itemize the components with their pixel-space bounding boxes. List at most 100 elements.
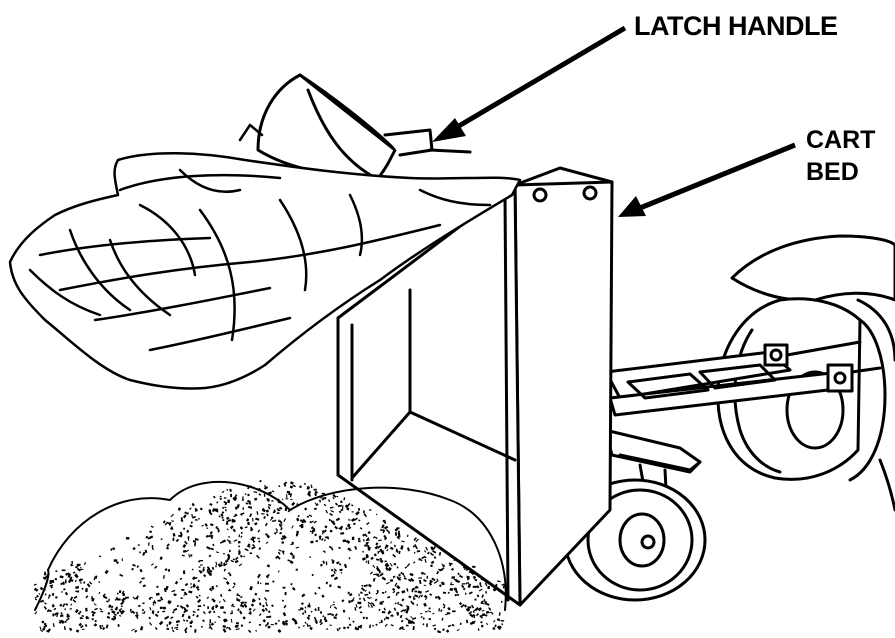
grass-fleck <box>165 568 168 571</box>
grass-fleck <box>352 621 355 623</box>
grass-fleck <box>374 554 377 557</box>
grass-fleck <box>143 584 146 587</box>
grass-fleck <box>400 545 403 549</box>
grass-fleck <box>286 494 287 498</box>
grass-fleck <box>326 561 327 565</box>
grass-fleck <box>223 599 226 602</box>
grass-fleck <box>240 526 243 530</box>
grass-fleck <box>421 556 425 559</box>
grass-fleck <box>210 531 213 534</box>
grass-fleck <box>52 593 54 595</box>
grass-fleck <box>321 538 324 541</box>
grass-fleck <box>396 585 400 589</box>
grass-fleck <box>443 592 446 594</box>
grass-fleck <box>387 596 390 599</box>
grass-fleck <box>117 612 120 615</box>
grass-fleck <box>231 619 233 623</box>
grass-fleck <box>256 555 260 559</box>
grass-fleck <box>229 550 231 552</box>
grass-fleck <box>481 625 483 628</box>
grass-fleck <box>390 547 394 550</box>
grass-fleck <box>377 551 380 553</box>
grass-fleck <box>255 630 257 632</box>
grass-fleck <box>202 569 205 572</box>
grass-fleck <box>425 611 428 613</box>
grass-fleck <box>177 605 179 607</box>
grass-fleck <box>239 611 242 615</box>
grass-fleck <box>223 611 226 613</box>
grass-fleck <box>173 538 175 541</box>
grass-fleck <box>377 590 379 593</box>
grass-fleck <box>310 484 312 486</box>
grass-fleck <box>359 606 362 609</box>
grass-fleck <box>481 602 483 603</box>
grass-fleck <box>435 596 438 599</box>
grass-fleck <box>85 624 88 627</box>
grass-fleck <box>271 500 273 501</box>
grass-fleck <box>76 629 80 632</box>
grass-fleck <box>416 538 419 542</box>
grass-fleck <box>94 620 97 622</box>
grass-fleck <box>331 547 333 551</box>
grass-fleck <box>229 489 232 492</box>
grass-fleck <box>305 606 307 608</box>
grass-fleck <box>228 519 232 522</box>
grass-fleck <box>375 624 377 626</box>
grass-fleck <box>451 568 454 571</box>
grass-fleck <box>307 515 310 518</box>
grass-fleck <box>363 617 365 620</box>
grass-fleck <box>275 528 278 531</box>
grass-fleck <box>195 519 198 521</box>
grass-fleck <box>421 572 424 575</box>
grass-fleck <box>443 603 446 606</box>
grass-fleck <box>282 550 285 553</box>
grass-fleck <box>254 491 258 493</box>
grass-fleck <box>268 610 271 613</box>
grass-fleck <box>224 506 227 508</box>
grass-fleck <box>201 626 203 628</box>
grass-fleck <box>148 537 151 539</box>
grass-fleck <box>254 593 257 596</box>
grass-fleck <box>137 615 138 619</box>
grass-fleck <box>481 617 483 619</box>
grass-fleck <box>121 605 123 607</box>
grass-fleck <box>111 605 114 608</box>
grass-fleck <box>224 569 226 572</box>
grass-fleck <box>448 625 451 628</box>
grass-fleck <box>184 541 188 545</box>
grass-fleck <box>186 530 189 533</box>
grass-fleck <box>304 610 306 613</box>
grass-fleck <box>424 550 426 553</box>
grass-fleck <box>304 507 307 510</box>
grass-fleck <box>480 621 482 623</box>
grass-fleck <box>119 615 121 617</box>
grass-fleck <box>391 624 394 626</box>
grass-fleck <box>163 607 166 610</box>
grass-fleck <box>463 588 466 591</box>
grass-fleck <box>152 545 154 549</box>
grass-fleck <box>236 622 239 624</box>
grass-fleck <box>476 613 479 616</box>
grass-fleck <box>301 602 304 605</box>
grass-fleck <box>190 583 192 585</box>
grass-fleck <box>418 577 422 578</box>
grass-fleck <box>427 552 430 555</box>
grass-fleck <box>193 540 196 542</box>
grass-fleck <box>465 593 466 595</box>
grass-fleck <box>283 612 287 616</box>
grass-fleck <box>428 610 431 613</box>
grass-fleck <box>246 518 249 521</box>
grass-fleck <box>190 554 192 556</box>
grass-fleck <box>340 500 343 503</box>
grass-fleck <box>240 555 243 558</box>
grass-fleck <box>279 532 282 535</box>
grass-fleck <box>203 605 205 607</box>
grass-fleck <box>373 574 376 576</box>
grass-fleck <box>265 523 268 526</box>
grass-fleck <box>413 561 415 563</box>
grass-fleck <box>284 620 288 624</box>
grass-fleck <box>423 603 427 607</box>
grass-fleck <box>64 621 67 623</box>
grass-fleck <box>280 528 282 531</box>
grass-fleck <box>390 579 393 582</box>
